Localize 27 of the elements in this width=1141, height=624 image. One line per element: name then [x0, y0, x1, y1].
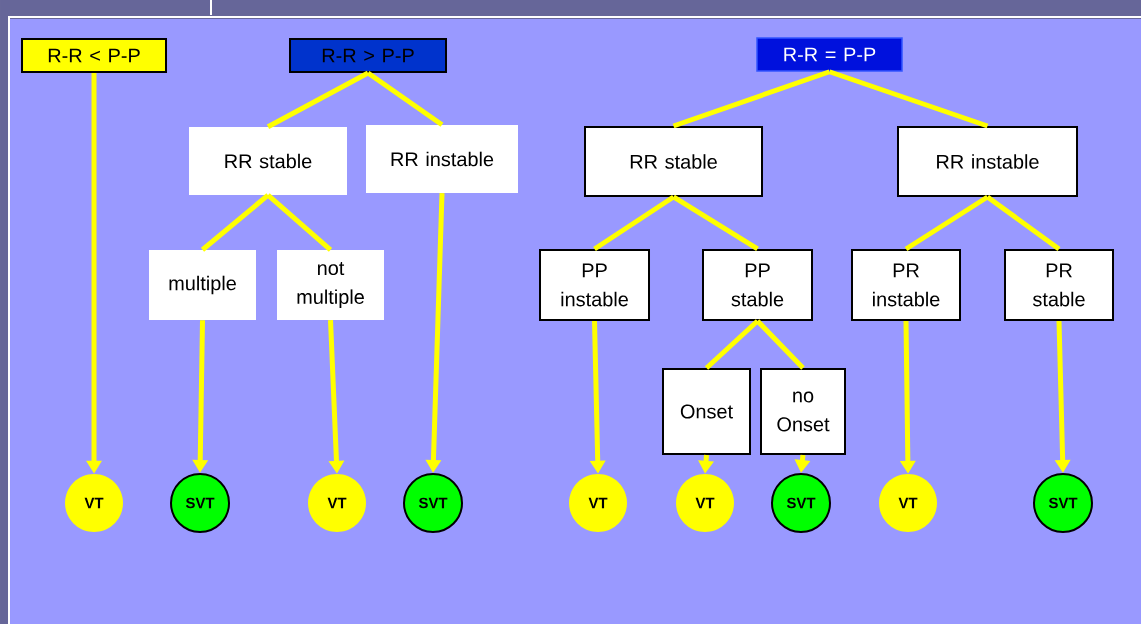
branch-line: [755, 319, 805, 370]
branch-line: [828, 69, 989, 129]
branch-line: [266, 70, 370, 129]
branch-line: [200, 193, 270, 252]
branch-line: [904, 194, 989, 252]
header-box: R-R > P-P: [289, 38, 447, 73]
branch-line: [593, 194, 675, 252]
condition-box: RR instable: [366, 125, 518, 193]
condition-box: RR instable: [897, 126, 1078, 197]
branch-line: [672, 69, 831, 129]
branch-line: [672, 194, 759, 252]
branch-line: [266, 193, 333, 252]
condition-box: multiple: [149, 250, 256, 320]
condition-box: PR instable: [851, 249, 961, 321]
condition-box: not multiple: [277, 250, 384, 320]
condition-box: PP stable: [702, 249, 813, 321]
header-box: R-R = P-P: [756, 37, 903, 72]
condition-box: PP instable: [539, 249, 650, 321]
branch-line: [366, 70, 444, 127]
branch-line: [986, 194, 1061, 251]
header-box: R-R < P-P: [21, 38, 167, 73]
condition-box: Onset: [662, 368, 751, 455]
condition-box: RR stable: [189, 127, 347, 195]
branch-line: [704, 319, 760, 370]
condition-box: RR stable: [584, 126, 763, 197]
condition-box: no Onset: [760, 368, 846, 455]
condition-box: PR stable: [1004, 249, 1114, 321]
